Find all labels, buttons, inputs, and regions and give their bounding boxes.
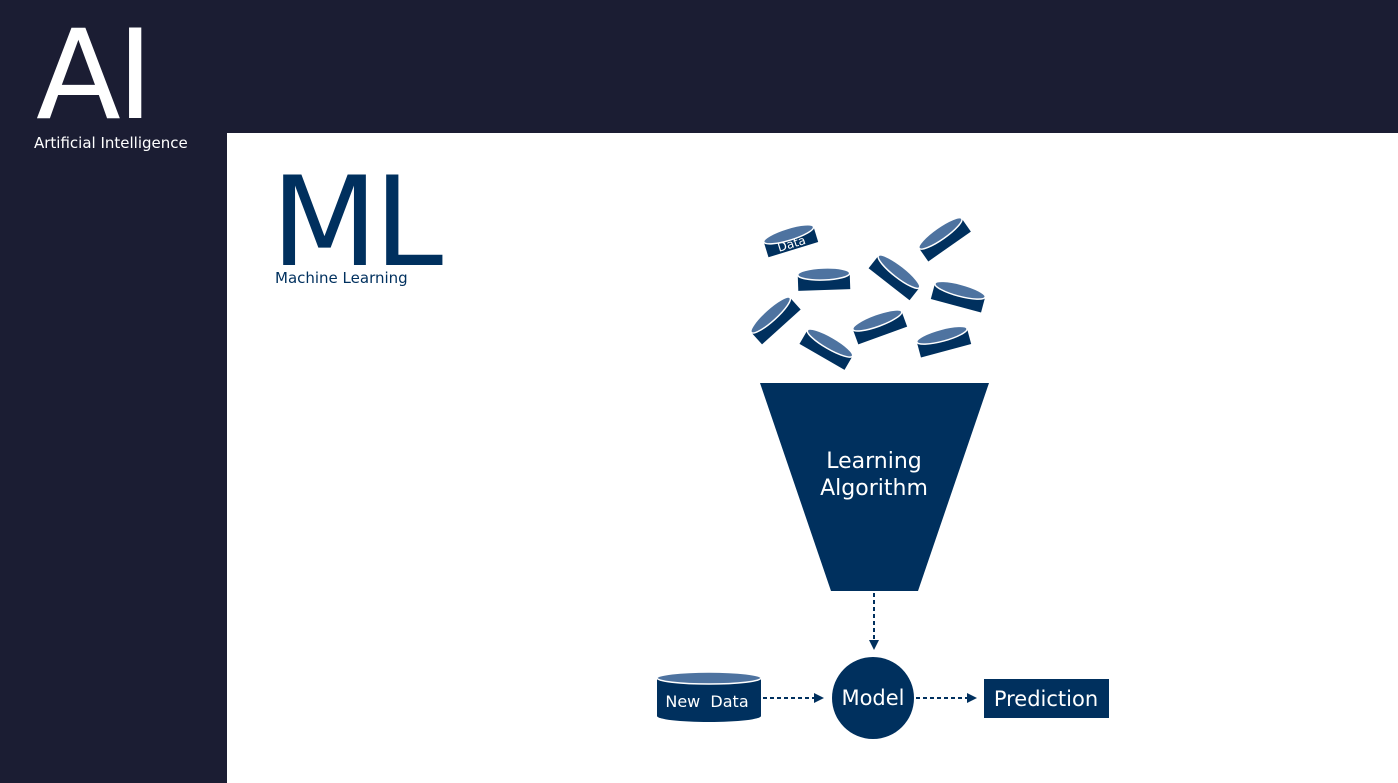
funnel-label-line2: Algorithm: [820, 476, 928, 501]
data-cylinder: [750, 296, 801, 345]
data-cylinder: [851, 309, 908, 345]
ai-subtitle: Artificial Intelligence: [34, 134, 188, 152]
funnel-label-line1: Learning: [826, 449, 922, 474]
ml-subtitle: Machine Learning: [275, 269, 408, 287]
new-data-label: New Data: [665, 692, 748, 711]
data-cylinder-labeled: Data: [762, 224, 819, 258]
learning-algorithm-funnel: [760, 383, 989, 591]
data-cylinder: [868, 254, 921, 301]
data-cylinder: [796, 267, 851, 291]
model-label: Model: [841, 686, 904, 710]
new-data-cylinder: [656, 671, 762, 722]
data-cylinder: [918, 216, 971, 262]
data-cylinder: [930, 280, 986, 313]
data-cylinder: [916, 325, 972, 358]
prediction-box: [984, 679, 1109, 718]
prediction-label: Prediction: [994, 687, 1098, 711]
ai-title: AI: [36, 4, 153, 148]
ml-title: ML: [271, 151, 443, 295]
data-cylinder: [799, 328, 854, 370]
model-node: [832, 657, 914, 739]
